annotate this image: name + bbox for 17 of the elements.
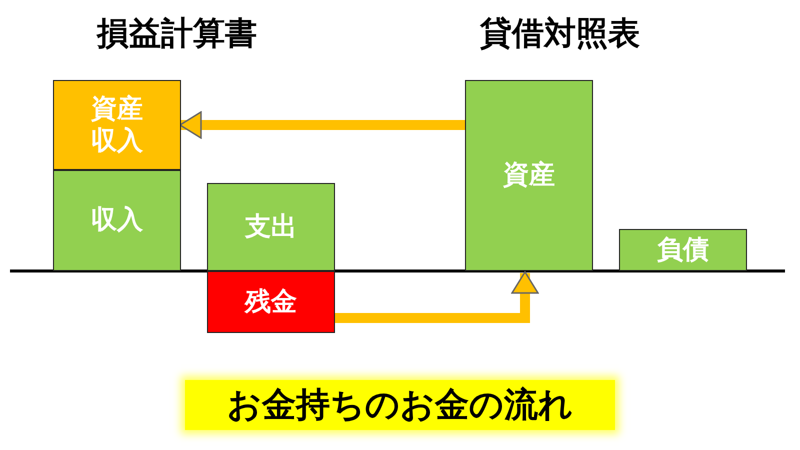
income-bar [53, 170, 181, 271]
income-bar [53, 80, 181, 170]
liability-bar [619, 229, 747, 271]
bar-label: 資産収入 [90, 92, 144, 158]
bar-label: 資産 [502, 159, 556, 192]
bar-label: 残金 [244, 286, 298, 318]
caption: お金持ちのお金の流れ [185, 380, 615, 430]
asset-bar [465, 80, 593, 271]
expense-bar [207, 183, 335, 271]
section-heading: 損益計算書 [97, 13, 257, 54]
section-heading: 貸借対照表 [480, 13, 640, 54]
flow-arrow [335, 271, 539, 323]
bar-label: 支出 [244, 210, 298, 244]
balance-bar [207, 271, 335, 333]
bar-label: 収入 [90, 204, 144, 237]
bar-label: 負債 [656, 234, 710, 266]
flow-arrow [179, 111, 465, 139]
